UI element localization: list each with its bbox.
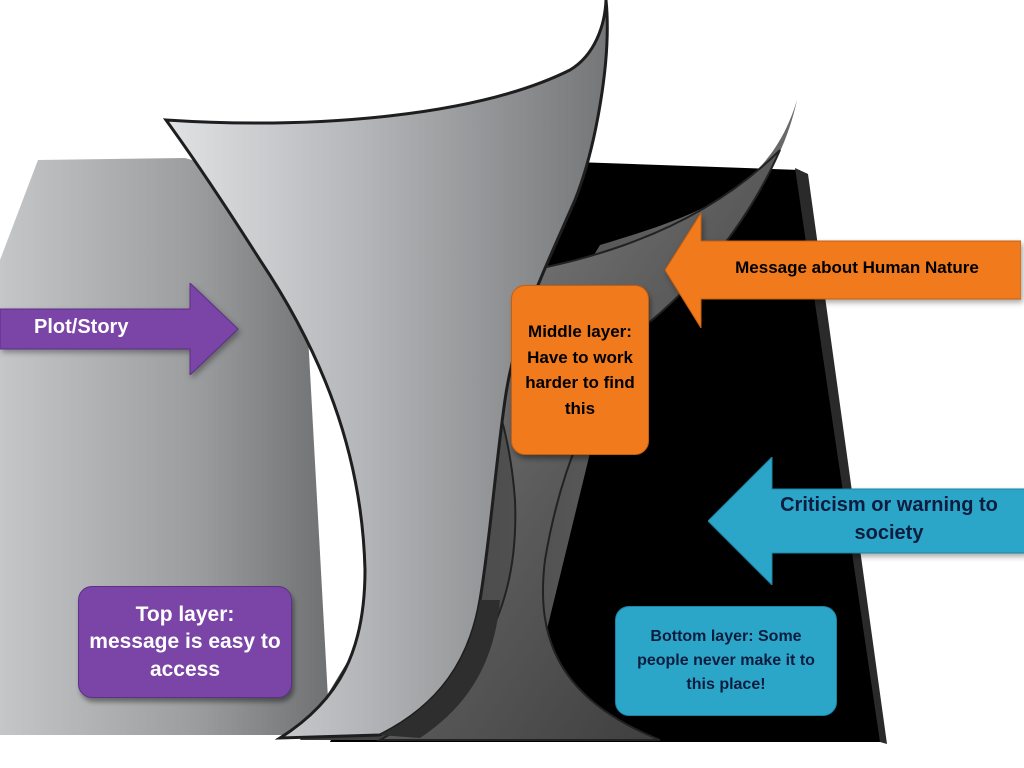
top-page-curl-shadow	[380, 600, 500, 738]
plot-story-arrow: Plot/Story	[0, 283, 240, 375]
criticism-arrow-label: Criticism or warning to society	[780, 494, 998, 544]
criticism-arrow-shape	[708, 457, 1024, 585]
human-nature-arrow: Message about Human Nature	[665, 213, 1021, 328]
criticism-arrow: Criticism or warning to society	[708, 457, 1024, 585]
human-nature-arrow-label: Message about Human Nature	[735, 258, 979, 277]
top-layer-page	[162, 0, 609, 740]
bottom-layer-page-edge	[795, 168, 887, 744]
bottom-layer-box: Bottom layer: Some people never make it …	[615, 606, 837, 716]
middle-layer-box-text: Middle layer: Have to work harder to fin…	[525, 322, 635, 418]
top-layer-box: Top layer: message is easy to access	[78, 586, 292, 698]
plot-arrow-shape	[0, 283, 239, 375]
bottom-layer-box-text: Bottom layer: Some people never make it …	[637, 628, 815, 693]
middle-layer-box: Middle layer: Have to work harder to fin…	[511, 285, 649, 455]
top-layer-box-text: Top layer: message is easy to access	[89, 603, 281, 681]
plot-arrow-label: Plot/Story	[34, 316, 129, 338]
human-nature-arrow-shape	[665, 213, 1021, 328]
